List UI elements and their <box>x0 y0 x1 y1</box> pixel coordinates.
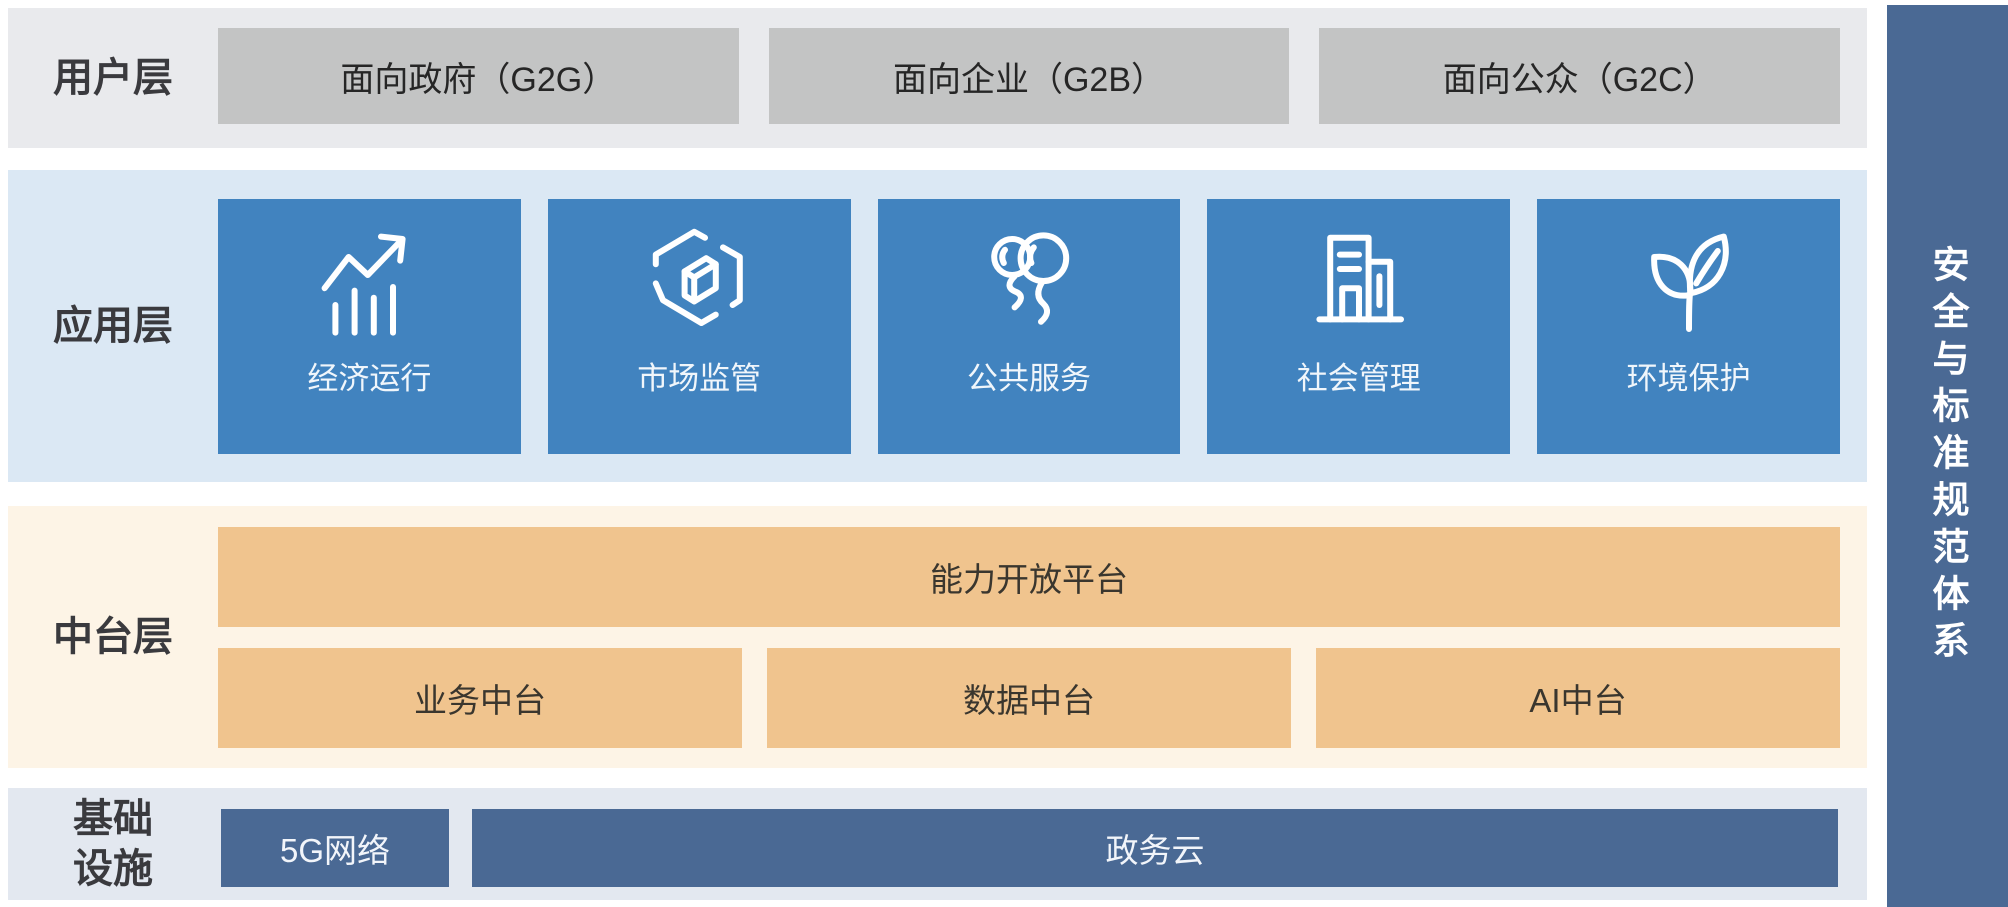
app-card-label: 环境保护 <box>1626 361 1751 396</box>
infrastructure-layer-label: 基础设施 <box>73 797 153 891</box>
user-layer-row: 面向政府（G2G） 面向企业（G2B） 面向公众（G2C） <box>218 28 1841 124</box>
app-card-economy: 经济运行 <box>218 199 521 454</box>
buildings-icon <box>1316 234 1404 323</box>
app-card-label: 社会管理 <box>1296 361 1421 396</box>
platform-item-ai: AI中台 <box>1316 648 1840 748</box>
app-card-label: 经济运行 <box>307 361 432 396</box>
leaf-icon <box>1650 233 1729 332</box>
security-standards-label: 安全与标准规范体系 <box>1927 244 1968 668</box>
security-standards-bar: 安全与标准规范体系 <box>1887 5 2008 907</box>
user-box-g2b: 面向企业（G2B） <box>768 28 1290 124</box>
balloons-icon <box>991 232 1070 325</box>
platform-layer-label: 中台层 <box>53 615 173 659</box>
application-layer-row: 经济运行 市场监管 公共服务 <box>218 199 1840 454</box>
capability-platform-box: 能力开放平台 <box>218 527 1840 627</box>
infra-box-5g-network: 5G网络 <box>221 809 449 887</box>
app-card-environment: 环境保护 <box>1537 199 1840 454</box>
platform-layer-row: 业务中台 数据中台 AI中台 <box>218 648 1840 748</box>
infra-box-government-cloud: 政务云 <box>472 809 1838 887</box>
application-layer-label: 应用层 <box>53 304 173 348</box>
app-card-society: 社会管理 <box>1207 199 1511 454</box>
hexagon-cube-icon <box>652 228 743 326</box>
trend-chart-icon <box>321 233 406 336</box>
app-card-label: 市场监管 <box>637 361 762 396</box>
app-card-market: 市场监管 <box>547 199 851 454</box>
user-box-g2g: 面向政府（G2G） <box>218 28 739 124</box>
user-box-g2c: 面向公众（G2C） <box>1319 28 1841 124</box>
platform-item-business: 业务中台 <box>218 648 742 748</box>
app-card-public: 公共服务 <box>877 199 1181 454</box>
user-layer-label: 用户层 <box>53 56 173 100</box>
platform-item-data: 数据中台 <box>767 648 1291 748</box>
app-card-label: 公共服务 <box>966 361 1091 396</box>
